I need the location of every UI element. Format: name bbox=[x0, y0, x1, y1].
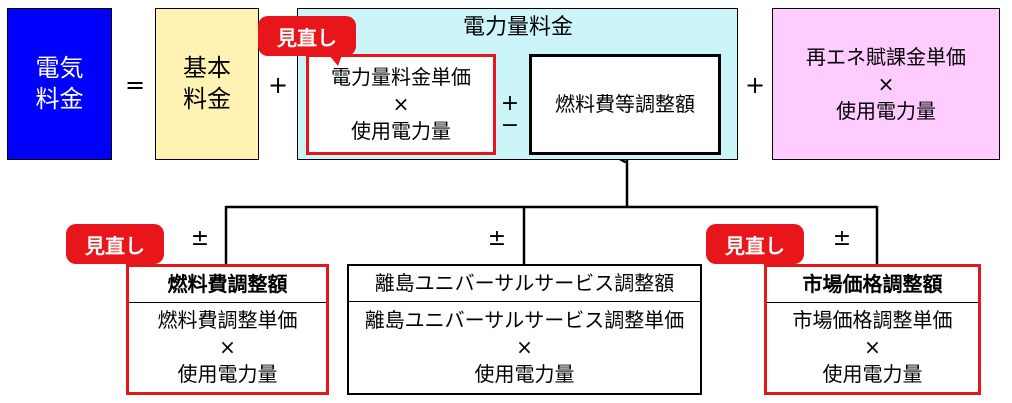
market-adjustment-title: 市場価格調整額 bbox=[767, 267, 978, 303]
market-body-line-1: 市場価格調整単価 bbox=[792, 308, 953, 332]
energy-charge-box: 電力量料金 電力量料金単価 × 使用電力量 + − 燃料費等調整額 bbox=[297, 8, 738, 160]
base-charge-line-2: 料金 bbox=[183, 85, 231, 113]
plus-sign-inner: + bbox=[500, 90, 520, 116]
electricity-charge-box: 電気 料金 bbox=[7, 8, 112, 160]
island-body-line-2: × bbox=[516, 334, 533, 359]
market-body-line-2: × bbox=[864, 335, 881, 359]
renewable-line-2: × bbox=[877, 71, 895, 96]
fuel-adjustment-body: 燃料費調整単価 × 使用電力量 bbox=[129, 303, 326, 392]
unit-price-box: 電力量料金単価 × 使用電力量 bbox=[306, 54, 496, 155]
plus-sign-1: + bbox=[267, 71, 289, 100]
unit-price-line-2: × bbox=[392, 92, 410, 116]
market-sign: ± bbox=[832, 225, 852, 251]
fuel-adjustment-title: 燃料費調整額 bbox=[129, 267, 326, 303]
island-body-line-3: 使用電力量 bbox=[474, 361, 575, 386]
electricity-charge-line-1: 電気 bbox=[35, 53, 84, 82]
renewable-box: 再エネ賦課金単価 × 使用電力量 bbox=[772, 8, 1000, 160]
unit-price-line-1: 電力量料金単価 bbox=[331, 65, 471, 89]
fuel-body-line-3: 使用電力量 bbox=[177, 362, 278, 386]
fuel-adjustment-card: 燃料費調整額 燃料費調整単価 × 使用電力量 bbox=[126, 264, 329, 395]
fuel-sign: ± bbox=[190, 225, 210, 251]
fuel-adjustment-box: 燃料費等調整額 bbox=[529, 54, 721, 155]
unit-price-line-3: 使用電力量 bbox=[351, 119, 451, 143]
fuel-body-line-2: × bbox=[219, 335, 236, 359]
equals-sign: = bbox=[124, 71, 146, 100]
island-adjustment-body: 離島ユニバーサルサービス調整単価 × 使用電力量 bbox=[349, 302, 700, 392]
market-body-line-3: 使用電力量 bbox=[822, 362, 923, 386]
base-charge-box: 基本 料金 bbox=[155, 8, 259, 160]
market-adjustment-body: 市場価格調整単価 × 使用電力量 bbox=[767, 303, 978, 392]
fuel-body-line-1: 燃料費調整単価 bbox=[157, 308, 298, 332]
island-adjustment-card: 離島ユニバーサルサービス調整額 離島ユニバーサルサービス調整単価 × 使用電力量 bbox=[347, 264, 702, 395]
island-sign: ± bbox=[487, 225, 507, 251]
island-body-line-1: 離島ユニバーサルサービス調整単価 bbox=[364, 307, 685, 332]
island-adjustment-title: 離島ユニバーサルサービス調整額 bbox=[349, 266, 700, 302]
renewable-line-1: 再エネ賦課金単価 bbox=[806, 44, 966, 69]
minus-sign-inner: − bbox=[500, 112, 520, 138]
electricity-charge-line-2: 料金 bbox=[35, 85, 84, 113]
base-charge-line-1: 基本 bbox=[183, 53, 231, 82]
review-badge-top: 見直し bbox=[258, 16, 356, 66]
energy-charge-title: 電力量料金 bbox=[462, 14, 573, 40]
renewable-line-3: 使用電力量 bbox=[836, 98, 936, 123]
market-adjustment-card: 市場価格調整額 市場価格調整単価 × 使用電力量 bbox=[764, 264, 981, 395]
review-badge-fuel: 見直し bbox=[66, 224, 164, 274]
plus-sign-2: + bbox=[744, 71, 766, 100]
review-badge-market: 見直し bbox=[706, 224, 804, 274]
